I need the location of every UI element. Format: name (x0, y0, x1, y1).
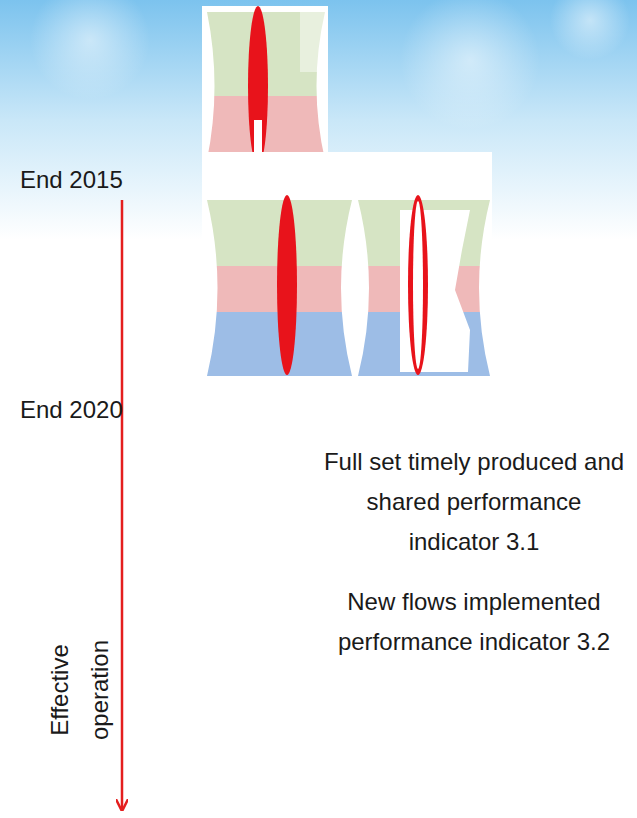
milestone-label: End 2020 (20, 390, 200, 430)
indicator-label: New flows implemented performance indica… (318, 582, 630, 662)
indicator-label: Full set timely produced and shared perf… (318, 442, 630, 562)
timeline-label: Effective operation (40, 610, 120, 770)
red-ellipse (248, 6, 268, 166)
milestone-label: End 2015 (20, 160, 200, 200)
red-ellipse (277, 195, 297, 375)
timeline-arrow (121, 200, 124, 810)
red-ellipse (408, 195, 428, 375)
